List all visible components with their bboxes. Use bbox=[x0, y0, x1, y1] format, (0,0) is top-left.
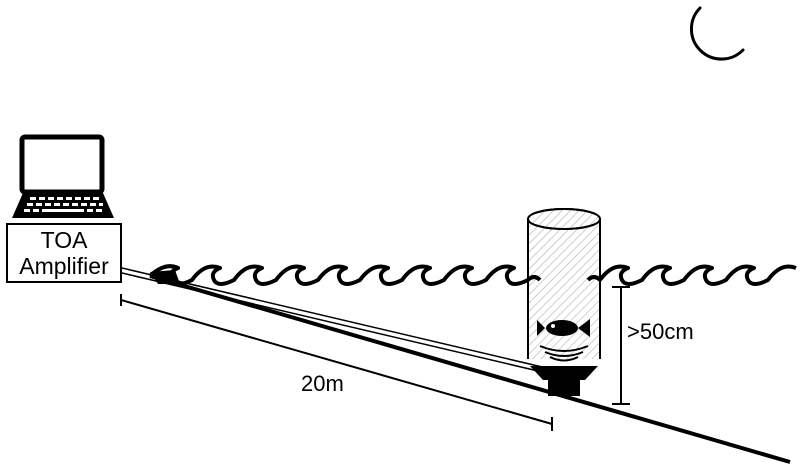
laptop-icon bbox=[12, 134, 114, 218]
fish-icon bbox=[537, 319, 590, 337]
distance-label: 20m bbox=[301, 371, 344, 396]
distance-bracket bbox=[120, 294, 553, 431]
underwater-speaker-icon bbox=[530, 366, 598, 396]
crescent-moon-icon bbox=[689, 6, 745, 61]
depth-label: >50cm bbox=[627, 319, 694, 344]
amplifier-label-line2: Amplifier bbox=[19, 253, 109, 279]
speaker-cable bbox=[121, 267, 556, 376]
amplifier-label-line1: TOA bbox=[40, 227, 88, 253]
cylinder-enclosure bbox=[526, 208, 602, 359]
depth-bracket bbox=[612, 286, 630, 405]
sound-waves bbox=[539, 345, 589, 362]
amplifier-box: TOA Amplifier bbox=[6, 223, 122, 283]
shore-slope bbox=[149, 270, 791, 464]
water-surface bbox=[148, 264, 797, 286]
